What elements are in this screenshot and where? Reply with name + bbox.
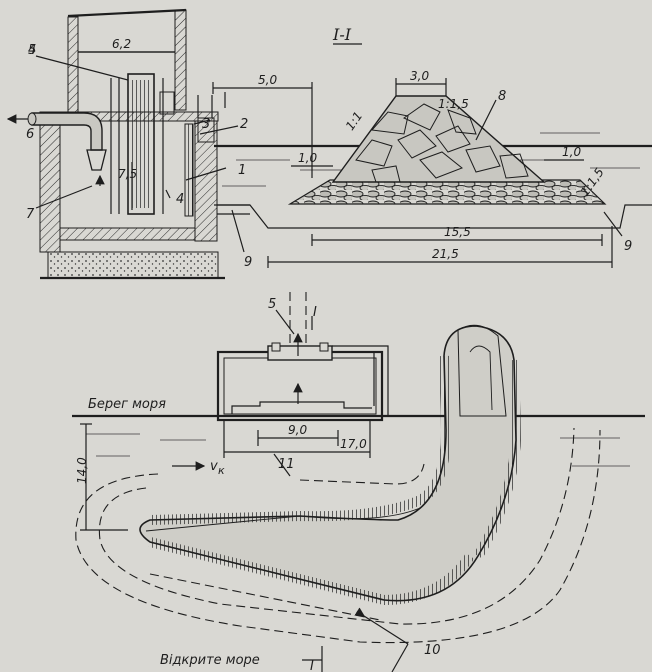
callout-1: 1 bbox=[238, 163, 246, 178]
section-mark-bottom-label: І bbox=[310, 659, 314, 672]
callout-leaders bbox=[35, 55, 623, 253]
seabed-line bbox=[214, 204, 652, 229]
plan-view: Берег моря Відкрите море 5 І bbox=[72, 292, 645, 672]
inclined-screen bbox=[184, 92, 226, 217]
travelling-screen bbox=[110, 73, 175, 215]
callout-2: 2 bbox=[240, 117, 248, 132]
dimension-lines bbox=[78, 51, 613, 268]
breakwater-mound bbox=[287, 95, 607, 205]
callout-6: 7 bbox=[26, 207, 35, 222]
section-view: І-І bbox=[6, 8, 652, 280]
pump-station-plan bbox=[216, 292, 389, 422]
callout-4-screen: 4 bbox=[28, 43, 36, 58]
current-velocity-label: v bbox=[210, 459, 218, 474]
open-sea-label: Відкрите море bbox=[160, 653, 260, 668]
dim-depth: 7,5 bbox=[118, 167, 137, 181]
callout-4-inner: 4 bbox=[176, 192, 184, 207]
slope-left: 1:1 bbox=[343, 109, 366, 133]
dim-offset: 5,0 bbox=[258, 73, 277, 87]
slope-top: 1:1,5 bbox=[438, 97, 469, 111]
callout-10-leader bbox=[391, 643, 409, 672]
dredged-channel-outline bbox=[75, 427, 601, 644]
shore-label: Берег моря bbox=[88, 397, 166, 412]
dim-base-width: 15,5 bbox=[444, 225, 471, 239]
dim-depth-plan: 14,0 bbox=[75, 457, 89, 484]
callout-5-pipe: 6 bbox=[26, 127, 34, 142]
callout-9: 9 bbox=[244, 255, 252, 270]
dim-inner: 9,0 bbox=[288, 423, 307, 437]
suction-pipe bbox=[6, 112, 107, 186]
callout-11: 11 bbox=[278, 457, 295, 472]
section-title: І-І bbox=[332, 25, 352, 44]
dim-berm-right: 1,0 bbox=[562, 145, 581, 159]
dim-total-length: 21,5 bbox=[432, 247, 459, 261]
callout-11-leader bbox=[273, 453, 291, 477]
callout-10: 10 bbox=[424, 643, 441, 658]
current-velocity-subscript: к bbox=[218, 464, 225, 477]
dim-crest: 3,0 bbox=[410, 69, 429, 83]
callout-5-plan: 5 bbox=[268, 297, 276, 312]
section-mark-top-label: І bbox=[313, 305, 317, 320]
dim-outer: 17,0 bbox=[340, 437, 367, 451]
dim-berm-left: 1,0 bbox=[298, 151, 317, 165]
callout-8: 9 bbox=[624, 239, 632, 254]
callout-3: 3 bbox=[202, 117, 210, 132]
callout-5-leader bbox=[275, 309, 295, 335]
callout-4-screen: 5 bbox=[28, 43, 36, 58]
callout-10-arrow bbox=[354, 607, 409, 645]
callout-7: 8 bbox=[498, 89, 506, 104]
dim-building-width: 6,2 bbox=[112, 37, 131, 51]
plan-dimension-lines bbox=[80, 420, 371, 531]
curved-breakwater bbox=[139, 324, 522, 605]
